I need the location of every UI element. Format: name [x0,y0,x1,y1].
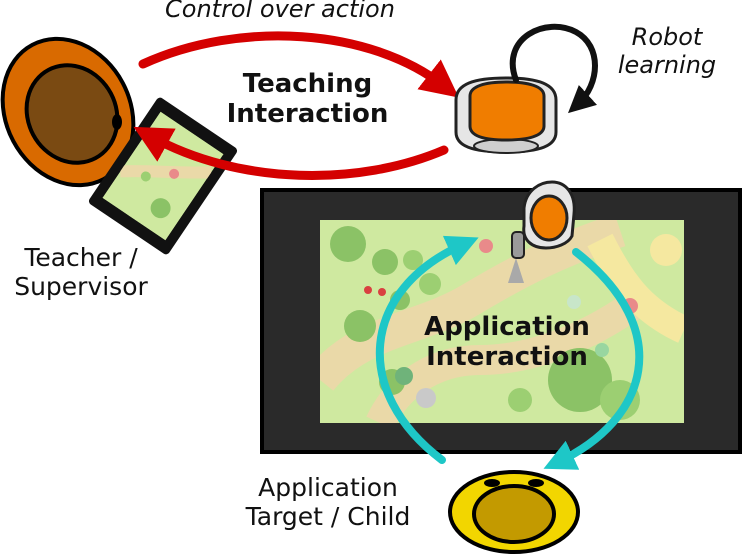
teaching-line1: Teaching [242,69,373,99]
child-head-icon [448,470,580,554]
target-line2: Target / Child [245,501,411,531]
touchscreen-icon [260,188,742,454]
application-interaction-label: Application Interaction [402,312,612,373]
application-target-label: Application Target / Child [226,473,430,532]
teaching-arrows [133,31,459,180]
robot-learning-label: Robot learning [602,23,732,79]
robot-arm-icon [511,180,576,259]
target-line1: Application [258,473,398,502]
teacher-supervisor-label: Teacher / Supervisor [0,243,162,302]
control-over-action-label: Control over action [165,0,395,23]
robot-learning-line2: learning [617,50,717,79]
teacher-head-icon [0,36,136,188]
teacher-line1: Teacher / [24,243,138,272]
application-line1: Application [424,312,590,342]
robot-learning-cycle-arrow [509,23,598,114]
tablet-icon [88,97,238,255]
application-arrows [375,235,644,470]
teacher-line2: Supervisor [14,271,148,301]
teaching-interaction-label: Teaching Interaction [205,69,410,130]
teaching-line2: Interaction [226,98,389,129]
robot-icon [454,76,558,154]
robot-learning-line1: Robot [631,23,703,51]
application-line2: Interaction [426,341,588,372]
